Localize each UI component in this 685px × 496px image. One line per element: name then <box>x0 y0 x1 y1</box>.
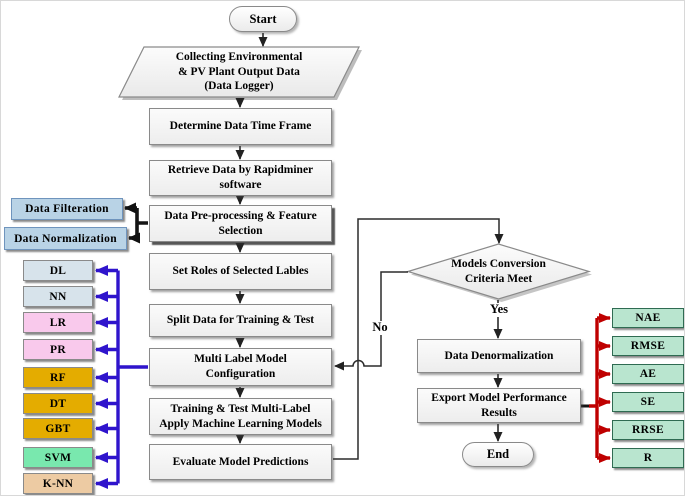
preprocess-bracket-spine <box>135 208 148 238</box>
model-box-nn: NN <box>23 286 93 307</box>
branch-label-yes: Yes <box>484 302 514 317</box>
model-box-dt: DT <box>23 393 93 414</box>
model-box-dl: DL <box>23 260 93 281</box>
node-denormalization: Data Denormalization <box>417 339 581 373</box>
model-box-rf: RF <box>23 367 93 388</box>
node-data-filteration: Data Filteration <box>11 198 123 220</box>
node-collect-data <box>118 46 360 98</box>
node-multi-label-config: Multi Label Model Configuration <box>149 348 332 386</box>
node-preprocessing: Data Pre-processing & Feature Selection <box>149 205 332 242</box>
branch-label-no: No <box>365 320 395 335</box>
metric-box-se: SE <box>612 392 684 412</box>
model-bracket-spine <box>116 270 148 484</box>
metric-box-ae: AE <box>612 364 684 384</box>
node-train-test-models: Training & Test Multi-Label Apply Machin… <box>149 398 332 435</box>
metric-box-rrse: RRSE <box>612 420 684 440</box>
model-box-knn: K-NN <box>23 473 93 494</box>
node-evaluate-predictions: Evaluate Model Predictions <box>149 444 332 480</box>
node-end: End <box>462 442 534 467</box>
metric-box-nae: NAE <box>612 308 684 328</box>
metric-bracket <box>589 313 611 463</box>
model-bracket <box>95 265 148 489</box>
node-export-results: Export Model Performance Results <box>417 388 581 423</box>
metric-box-rmse: RMSE <box>612 336 684 356</box>
model-box-lr: LR <box>23 312 93 333</box>
node-set-roles: Set Roles of Selected Lables <box>149 253 332 290</box>
node-determine-time-frame: Determine Data Time Frame <box>149 108 332 145</box>
arrow-no-multilabel <box>334 271 408 371</box>
flow-arrows <box>235 33 503 444</box>
model-box-pr: PR <box>23 339 93 360</box>
node-decision <box>405 243 592 300</box>
model-box-svm: SVM <box>23 447 93 468</box>
preprocess-bracket <box>124 202 148 244</box>
arrow-evaluate-decision <box>333 218 504 460</box>
model-box-gbt: GBT <box>23 418 93 439</box>
node-data-normalization: Data Normalization <box>4 227 127 250</box>
metric-bracket-spine <box>589 318 599 458</box>
metric-box-r: R <box>612 448 684 468</box>
feedback-loop <box>333 218 504 460</box>
node-split-data: Split Data for Training & Test <box>149 304 332 337</box>
node-start: Start <box>229 6 297 32</box>
node-retrieve-data: Retrieve Data by Rapidminer software <box>149 160 332 196</box>
